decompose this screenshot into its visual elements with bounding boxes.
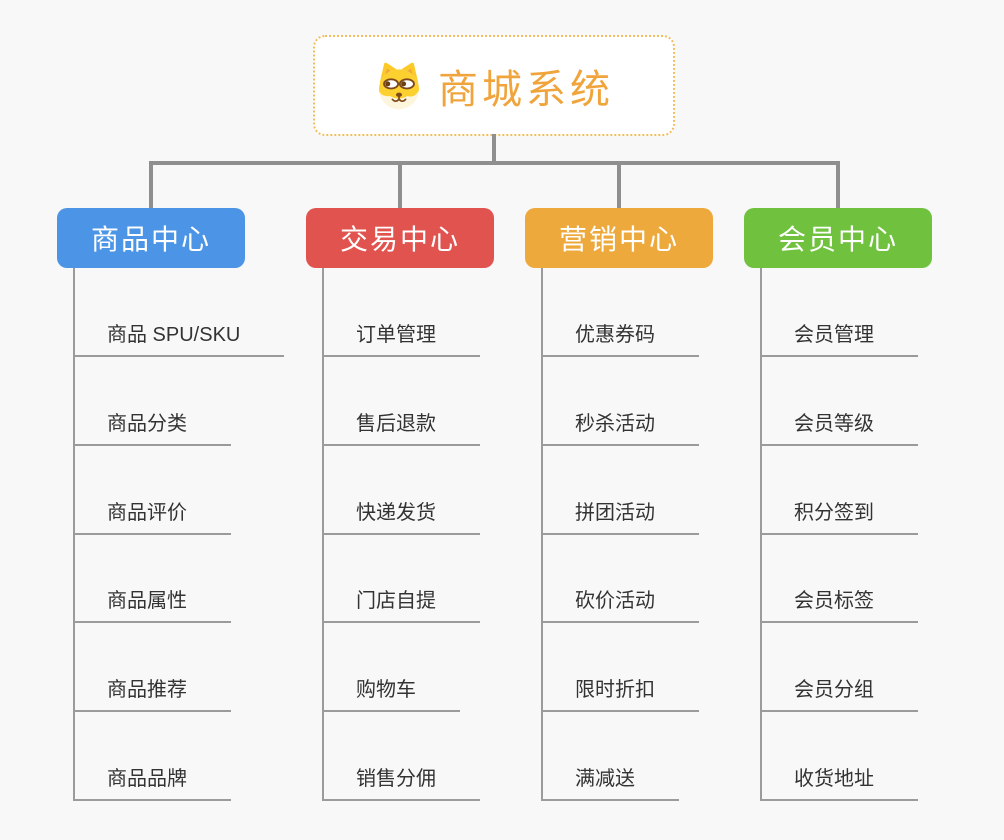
topic-node[interactable]: 积分签到 bbox=[760, 499, 918, 535]
branch-node-member-center[interactable]: 会员中心 bbox=[744, 208, 932, 268]
topic-node[interactable]: 销售分佣 bbox=[322, 765, 480, 801]
topic-node[interactable]: 商品分类 bbox=[73, 410, 231, 446]
topic-node[interactable]: 商品品牌 bbox=[73, 765, 231, 801]
root-node[interactable]: 商城系统 bbox=[313, 35, 675, 136]
topic-node[interactable]: 商品 SPU/SKU bbox=[73, 321, 285, 357]
topic-node[interactable]: 售后退款 bbox=[322, 410, 480, 446]
connector-drop-4 bbox=[836, 163, 840, 209]
topic-node[interactable]: 购物车 bbox=[322, 676, 460, 712]
topic-node[interactable]: 砍价活动 bbox=[541, 587, 699, 623]
topic-node[interactable]: 商品推荐 bbox=[73, 676, 231, 712]
connector-drop-2 bbox=[398, 163, 402, 209]
topic-node[interactable]: 会员分组 bbox=[760, 676, 918, 712]
root-title: 商城系统 bbox=[438, 67, 614, 112]
branch-node-marketing-center[interactable]: 营销中心 bbox=[525, 208, 713, 268]
topic-node[interactable]: 商品评价 bbox=[73, 499, 231, 535]
topic-node[interactable]: 订单管理 bbox=[322, 321, 480, 357]
connector-bus bbox=[149, 161, 840, 165]
topic-node[interactable]: 限时折扣 bbox=[541, 676, 699, 712]
topic-node[interactable]: 优惠券码 bbox=[541, 321, 699, 357]
connector-drop-3 bbox=[617, 163, 621, 209]
topic-node[interactable]: 秒杀活动 bbox=[541, 410, 699, 446]
connector-root-stem bbox=[492, 134, 496, 163]
topic-node[interactable]: 收货地址 bbox=[760, 765, 918, 801]
dog-face-icon bbox=[379, 62, 419, 109]
topic-node[interactable]: 拼团活动 bbox=[541, 499, 699, 535]
topic-node[interactable]: 满减送 bbox=[541, 765, 679, 801]
topic-node[interactable]: 商品属性 bbox=[73, 587, 231, 623]
connector-drop-1 bbox=[149, 163, 153, 209]
topic-node[interactable]: 会员管理 bbox=[760, 321, 918, 357]
topic-node[interactable]: 门店自提 bbox=[322, 587, 480, 623]
branch-node-trade-center[interactable]: 交易中心 bbox=[306, 208, 494, 268]
topic-node[interactable]: 会员标签 bbox=[760, 587, 918, 623]
branch-node-product-center[interactable]: 商品中心 bbox=[57, 208, 245, 268]
topic-node[interactable]: 快递发货 bbox=[322, 499, 480, 535]
topic-node[interactable]: 会员等级 bbox=[760, 410, 918, 446]
